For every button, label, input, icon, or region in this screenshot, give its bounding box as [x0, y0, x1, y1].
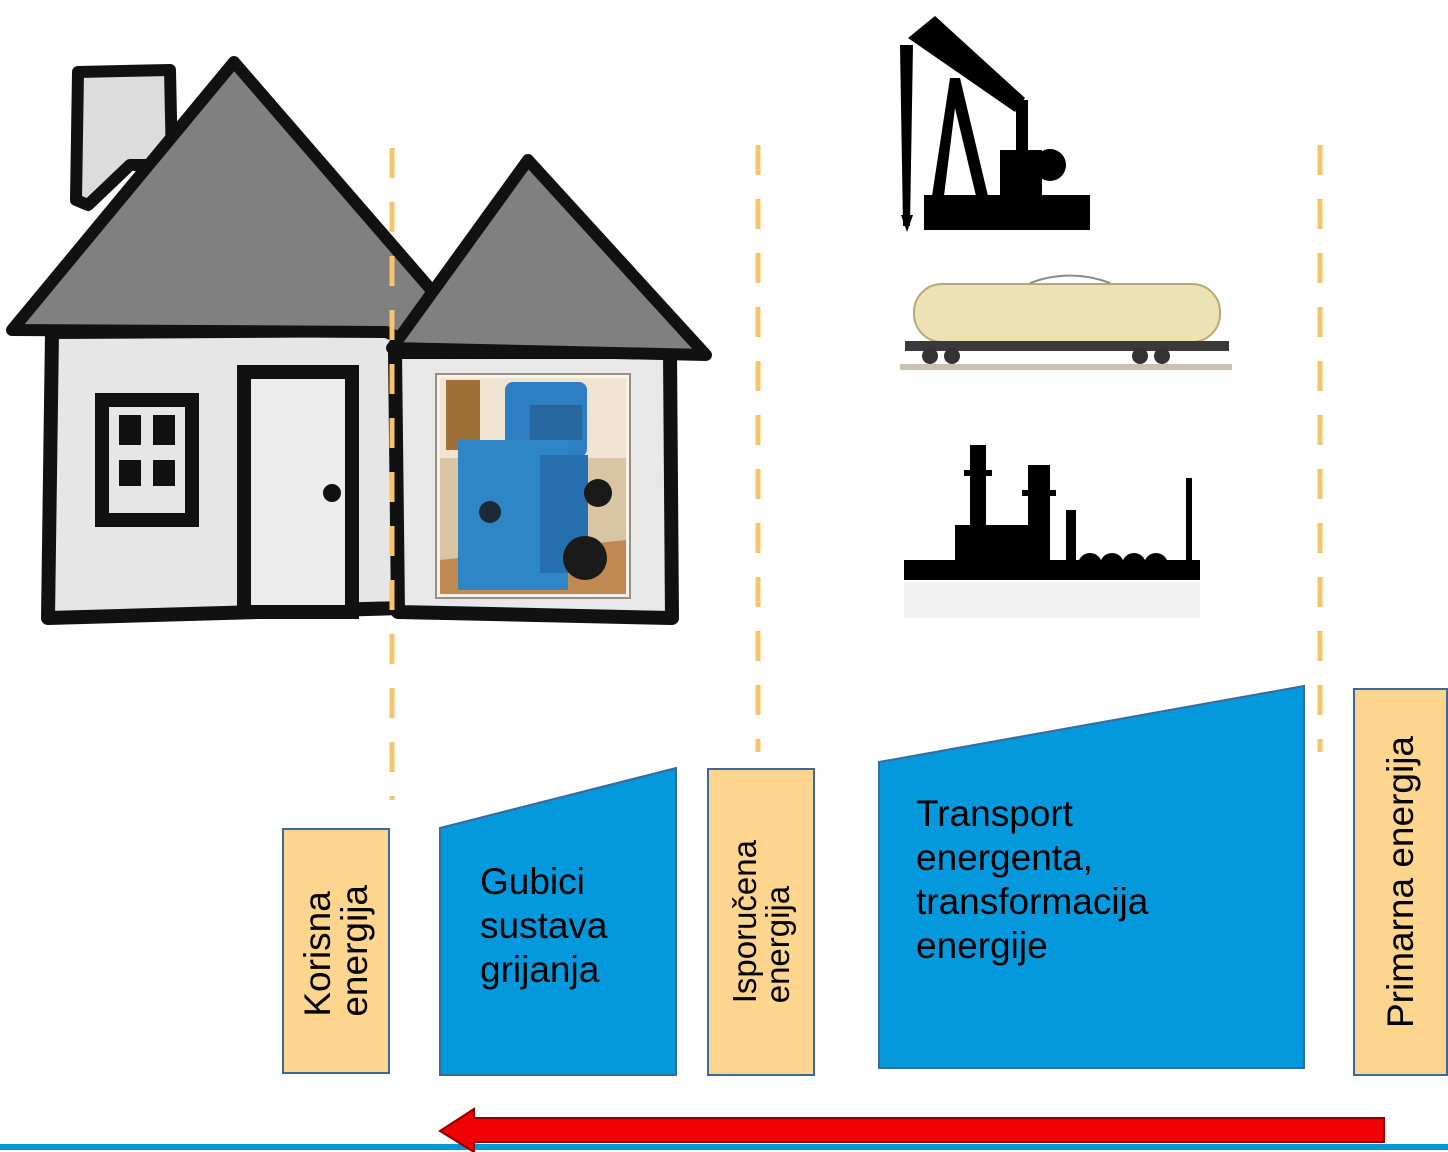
transport-text: Transport energenta, transformacija ener…: [916, 792, 1148, 968]
heating-losses-line1: Gubici: [480, 861, 585, 902]
useful-energy-line2: energija: [334, 885, 375, 1017]
useful-energy-label: Korisna energija: [282, 828, 390, 1074]
primary-energy-label: Primarna energija: [1353, 688, 1448, 1076]
tank-car-icon: [900, 274, 1232, 370]
useful-energy-line1: Korisna: [297, 891, 338, 1017]
pumpjack-icon: [900, 16, 1090, 232]
flow-arrow: [438, 1107, 1385, 1152]
transport-line3: transformacija: [916, 881, 1149, 922]
primary-energy-text: Primarna energija: [1380, 735, 1421, 1029]
baseline: [0, 1144, 1448, 1150]
transport-line1: Transport: [916, 793, 1073, 834]
boiler-photo: [435, 373, 631, 599]
heating-losses-line2: sustava: [480, 905, 608, 946]
transport-line2: energenta,: [916, 837, 1093, 878]
delivered-energy-label: Isporučena energija: [707, 768, 815, 1076]
delivered-energy-line1: Isporučena: [726, 840, 763, 1004]
heating-losses-text: Gubici sustava grijanja: [480, 860, 608, 992]
transport-line4: energije: [916, 925, 1048, 966]
delivered-energy-line2: energija: [759, 886, 796, 1004]
heating-losses-block: [439, 766, 677, 1076]
heating-losses-line3: grijanja: [480, 949, 600, 990]
transport-block: [878, 684, 1305, 1069]
refinery-icon: [904, 445, 1200, 618]
